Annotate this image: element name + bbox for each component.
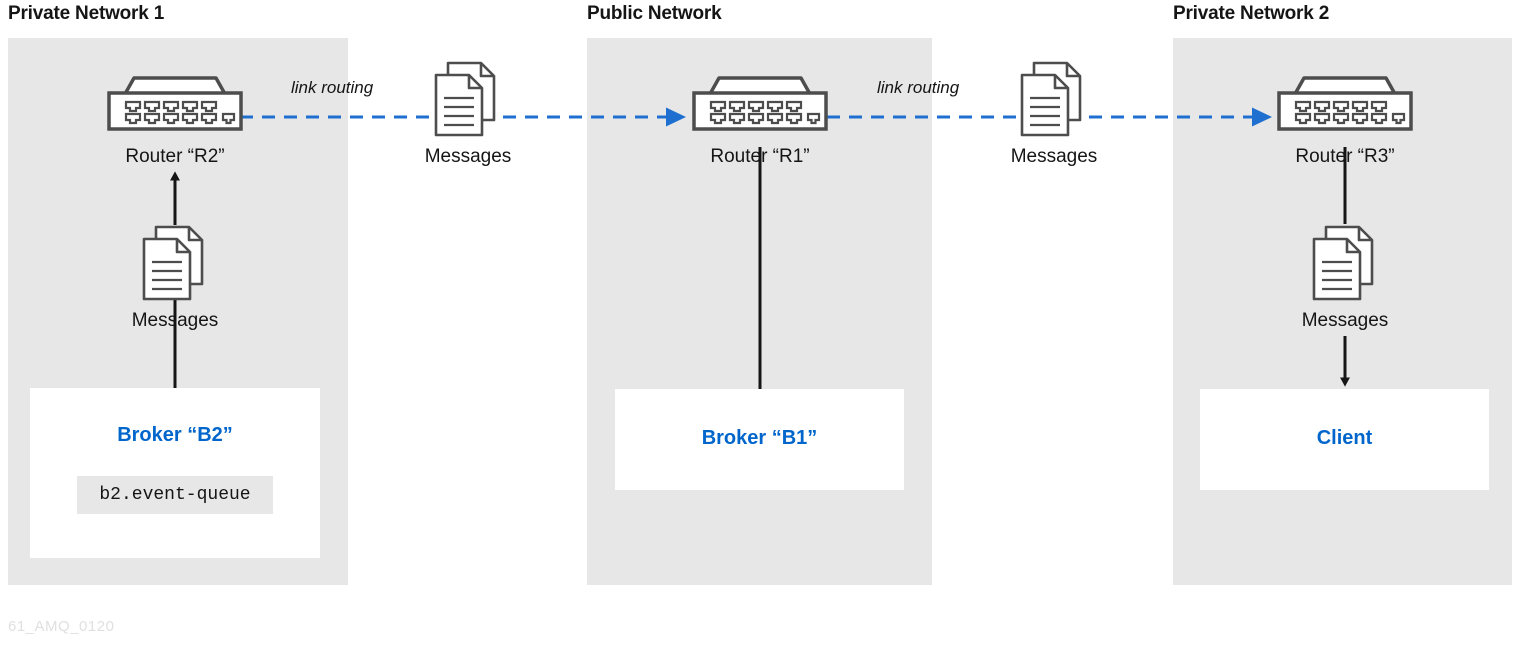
documents-icon [142,225,204,301]
link-routing-label-r1-r3: link routing [877,78,960,97]
broker-b2-queue-chip[interactable]: b2.event-queue [77,476,273,514]
router-label-r2: Router “R2” [125,146,225,167]
panel-title-public-network: Public Network [587,3,722,24]
panel-title-private-network-1: Private Network 1 [8,3,165,24]
broker-b1-box[interactable]: Broker “B1” [615,389,904,490]
messages-label-b2-r2: Messages [131,310,219,331]
messages-label-r2-r1: Messages [424,146,512,167]
documents-icon [434,61,496,137]
router-icon [692,76,828,131]
broker-b2-box[interactable]: Broker “B2” b2.event-queue [30,388,320,558]
router-label-r3: Router “R3” [1295,146,1395,167]
router-icon [1277,76,1413,131]
client-box[interactable]: Client [1200,389,1489,490]
client-title: Client [1316,427,1373,449]
messages-label-r3-client: Messages [1301,310,1389,331]
router-label-r1: Router “R1” [710,146,810,167]
documents-icon [1020,61,1082,137]
router-icon [107,76,243,131]
broker-b1-title: Broker “B1” [701,427,818,449]
diagram-footer-code: 61_AMQ_0120 [8,618,115,635]
documents-icon [1312,225,1374,301]
link-routing-label-r2-r1: link routing [291,78,374,97]
panel-title-private-network-2: Private Network 2 [1173,3,1330,24]
broker-b2-title: Broker “B2” [117,424,233,446]
messages-label-r1-r3: Messages [1010,146,1098,167]
